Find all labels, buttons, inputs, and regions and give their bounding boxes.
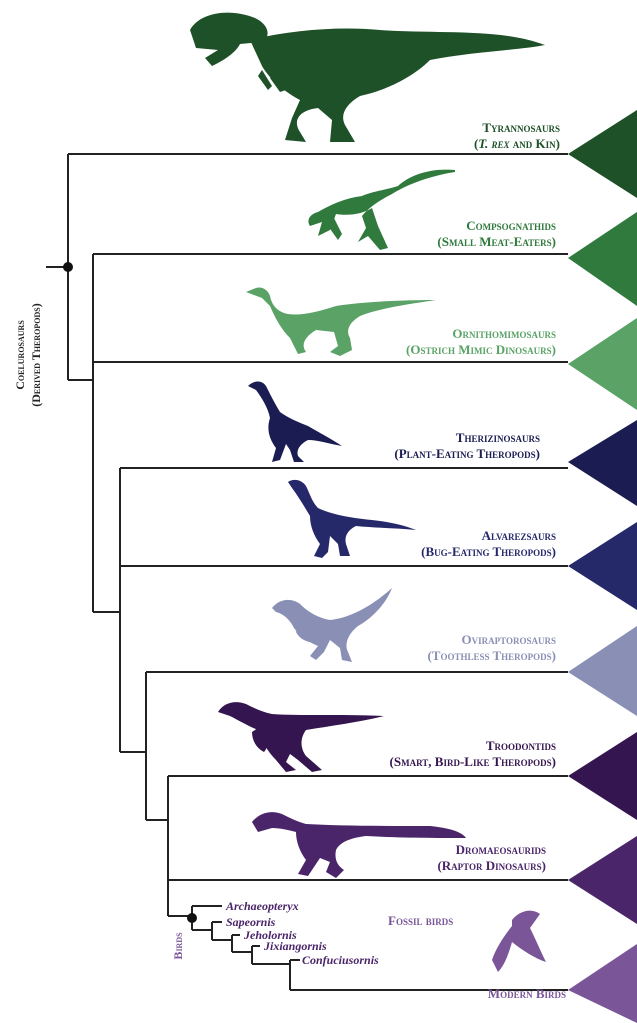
taxon-confuciusornis: Confuciusornis — [302, 953, 379, 967]
oviraptorosaur-silhouette-icon — [272, 588, 392, 662]
label-oviraptorosaurs: Oviraptorosaurs — [462, 632, 556, 647]
triangle-tyrannosaurs — [568, 110, 637, 198]
label-derived-theropods: (Derived Theropods) — [29, 303, 43, 406]
triangle-troodontids — [568, 732, 637, 820]
label-ornithomimosaurs: Ornithomimosaurs — [452, 326, 556, 341]
coelurosaur-node-icon — [63, 262, 73, 272]
triangle-therizinosaurs — [568, 420, 637, 506]
triangle-ornithomimosaurs — [568, 318, 637, 410]
sub-ornithomimosaurs: (Ostrich Mimic Dinosaurs) — [406, 342, 556, 357]
svg-text:Tyrannosaurs: Tyrannosaurs — [482, 120, 560, 135]
label-coelurosaurs: Coelurosaurs — [13, 320, 27, 390]
sub-compsognathids: (Small Meat-Eaters) — [437, 234, 556, 249]
sub-tyrannosaurs: (T. rex and Kin) — [474, 136, 560, 151]
triangle-compsognathids — [568, 212, 637, 306]
bird-node-icon — [187, 913, 197, 923]
sub-dromaeosaurids: (Raptor Dinosaurs) — [437, 858, 546, 873]
modern-bird-silhouette-icon — [492, 911, 546, 972]
taxon-jixiangornis: Jixiangornis — [263, 939, 327, 953]
label-dromaeosaurids: Dromaeosaurids — [456, 842, 546, 857]
sub-troodontids: (Smart, Bird-Like Theropods) — [390, 754, 556, 769]
triangle-oviraptorosaurs — [568, 626, 637, 716]
triangle-dromaeosaurids — [568, 836, 637, 924]
label-tyrannosaurs: Tyrannosaurs — [482, 120, 560, 135]
label-birds: Birds — [171, 932, 185, 960]
root-clade-label: Coelurosaurs (Derived Theropods) — [13, 303, 43, 406]
sub-therizinosaurs: (Plant-Eating Theropods) — [394, 446, 540, 461]
label-alvarezsaurs: Alvarezsaurs — [482, 528, 556, 543]
label-troodontids: Troodontids — [486, 738, 556, 753]
sub-alvarezsaurs: (Bug-Eating Theropods) — [421, 544, 556, 559]
triangle-modern-birds — [568, 944, 637, 1023]
taxon-archaeopteryx: Archaeopteryx — [225, 899, 299, 913]
label-modern-birds: Modern Birds — [488, 986, 566, 1001]
label-fossil-birds: Fossil birds — [388, 913, 453, 928]
alvarezsaur-silhouette-icon — [288, 480, 416, 558]
taxon-sapeornis: Sapeornis — [226, 915, 276, 929]
troodontid-silhouette-icon — [218, 702, 384, 772]
label-therizinosaurs: Therizinosaurs — [456, 430, 540, 445]
label-compsognathids: Compsognathids — [466, 218, 556, 233]
dromaeosaurid-silhouette-icon — [252, 812, 466, 878]
bird-clade-label: Birds — [171, 932, 185, 960]
compsognathid-silhouette-icon — [308, 170, 455, 250]
sub-oviraptorosaurs: (Toothless Theropods) — [427, 648, 556, 663]
clade-triangles — [568, 110, 637, 1023]
fossil-bird-labels: Archaeopteryx Sapeornis Jeholornis Jixia… — [225, 899, 453, 967]
triangle-alvarezsaurs — [568, 522, 637, 610]
therizinosaur-silhouette-icon — [248, 382, 342, 463]
group-labels: Tyrannosaurs (T. rex and Kin) Compsognat… — [390, 120, 566, 1001]
